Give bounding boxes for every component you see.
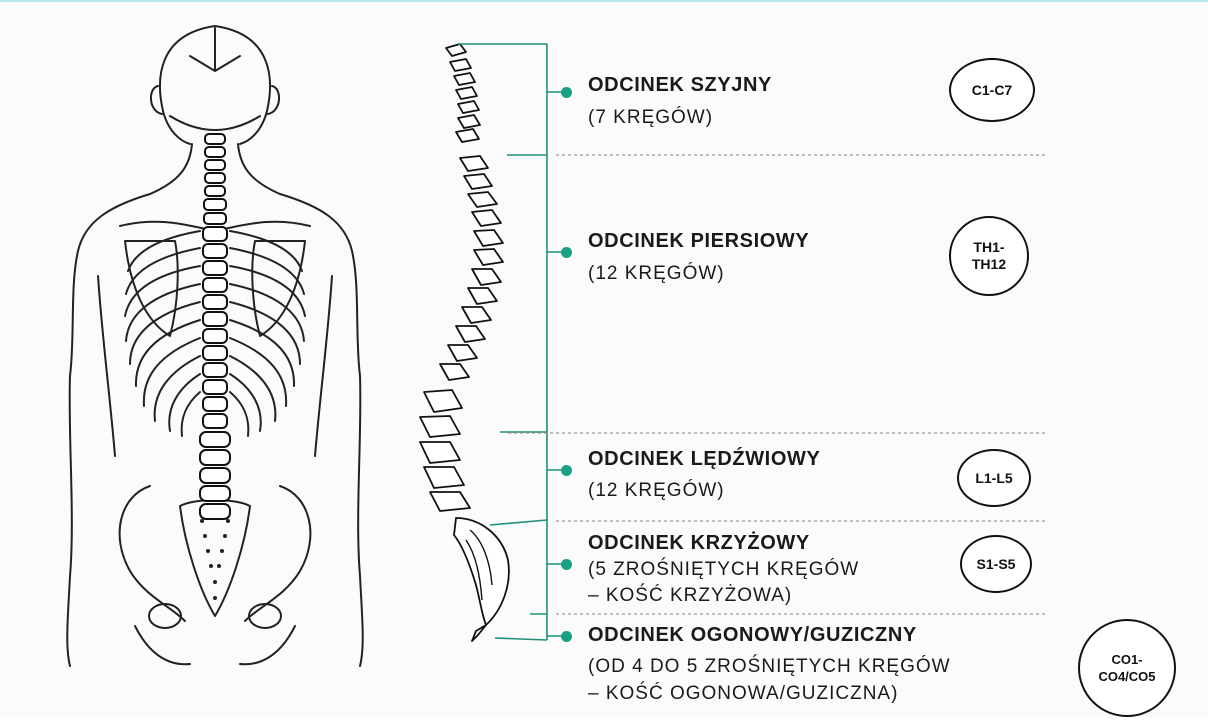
thoracic-section-title: ODCINEK PIERSIOWY [588,230,809,253]
coccygeal-range-badge: CO1- CO4/CO5 [1078,619,1176,717]
cervical-range-label: C1-C7 [972,82,1012,99]
sacral-range-badge: S1-S5 [960,535,1032,593]
coccygeal-section-title: ODCINEK OGONOWY/GUZICZNY [588,624,917,647]
cervical-range-badge: C1-C7 [949,58,1035,122]
lumbar-section-title: ODCINEK LĘDŹWIOWY [588,448,820,471]
coccygeal-marker-dot [561,631,572,642]
sacral-range-label: S1-S5 [977,556,1016,573]
lumbar-range-badge: L1-L5 [957,449,1031,507]
cervical-section-title: ODCINEK SZYJNY [588,74,772,97]
coccygeal-section-detail-line-1: (OD 4 DO 5 ZROŚNIĘTYCH KRĘGÓW [588,653,951,680]
coccygeal-section-detail-line-2: – KOŚĆ OGONOWA/GUZICZNA) [588,680,898,707]
sacral-section-detail-line-1: (5 ZROŚNIĘTYCH KRĘGÓW [588,556,859,583]
sacral-section-title: ODCINEK KRZYŻOWY [588,532,810,555]
coccygeal-range-label-start: CO1- [1098,651,1155,668]
thoracic-range-badge: TH1- TH12 [949,216,1029,296]
thoracic-marker-dot [561,247,572,258]
coccygeal-range-label-end: CO4/CO5 [1098,668,1155,685]
thoracic-section-count: (12 KRĘGÓW) [588,260,725,287]
lumbar-section-count: (12 KRĘGÓW) [588,477,725,504]
sacral-section-detail-line-2: – KOŚĆ KRZYŻOWA) [588,582,792,609]
sacral-marker-dot [561,559,572,570]
thoracic-range-label-end: TH12 [972,256,1006,273]
cervical-marker-dot [561,87,572,98]
thoracic-range-label-start: TH1- [972,239,1006,256]
lumbar-marker-dot [561,465,572,476]
lumbar-range-label: L1-L5 [975,470,1012,487]
cervical-section-count: (7 KRĘGÓW) [588,104,713,131]
